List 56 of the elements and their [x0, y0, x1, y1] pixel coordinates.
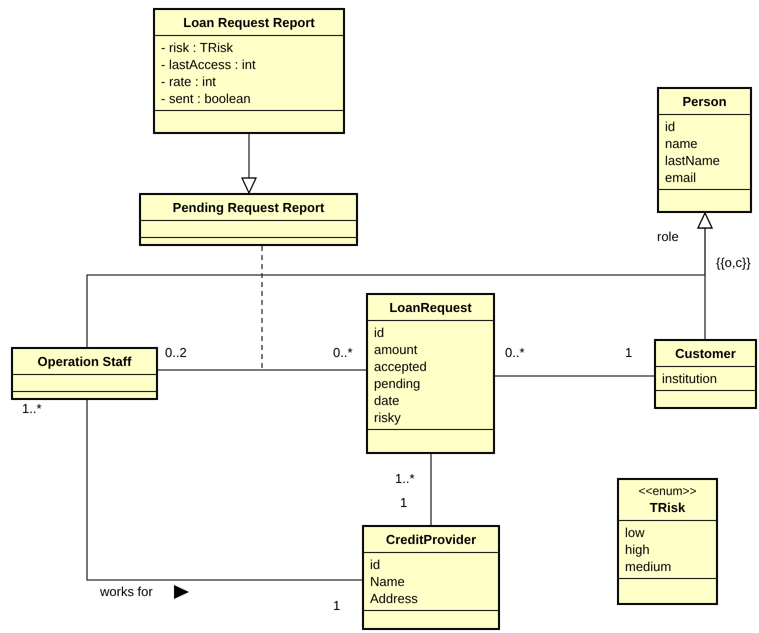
dashed-line — [261, 246, 263, 370]
attribute-text: accepted — [374, 358, 428, 375]
multiplicity-label: 0..* — [333, 345, 353, 360]
multiplicity-label: 1 — [400, 495, 408, 510]
attribute-text: - rate : int — [161, 73, 217, 90]
multiplicity-label: 1 — [333, 598, 340, 613]
attribute-text: medium — [625, 558, 672, 575]
multiplicity-label: {{o,c}} — [716, 255, 751, 270]
class-box — [153, 8, 345, 134]
class-name: Customer — [674, 345, 737, 362]
attribute-text: name — [665, 135, 699, 152]
class-name: Pending Request Report — [172, 199, 326, 216]
attribute-text: date — [374, 392, 400, 409]
class-name: Person — [681, 93, 728, 110]
association-line — [495, 375, 654, 377]
association-line — [430, 454, 432, 525]
class-box — [139, 193, 358, 246]
class-name: LoanRequest — [388, 299, 473, 316]
class-name: Loan Request Report — [182, 14, 316, 31]
attribute-text: - risk : TRisk — [161, 39, 234, 56]
attribute-text: - lastAccess : int — [161, 56, 257, 73]
attribute-text: high — [625, 541, 651, 558]
attribute-text: institution — [662, 370, 718, 387]
generalization-arrow — [241, 134, 257, 194]
attribute-text: risky — [374, 409, 402, 426]
generalization-arrow — [697, 212, 713, 339]
attribute-text: amount — [374, 341, 418, 358]
attribute-text: id — [665, 118, 676, 135]
association-line — [86, 400, 362, 581]
attribute-text: lastName — [665, 152, 721, 169]
multiplicity-label: 0..* — [505, 345, 525, 360]
class-box — [654, 339, 757, 409]
multiplicity-label: role — [657, 229, 679, 244]
attribute-text: id — [370, 556, 382, 573]
attribute-text: Name — [370, 573, 406, 590]
attribute-text: id — [374, 324, 386, 341]
attribute-text: low — [625, 524, 646, 541]
class-name: Operation Staff — [36, 353, 132, 370]
class-box — [657, 87, 752, 213]
attribute-text: email — [665, 169, 698, 186]
multiplicity-label: 1 — [625, 345, 632, 360]
attribute-text: - sent : boolean — [161, 90, 252, 107]
multiplicity-label: 0..2 — [165, 345, 187, 360]
class-name: CreditProvider — [384, 531, 478, 548]
class-name: TRisk — [648, 499, 686, 516]
class-box — [11, 347, 158, 400]
class-box — [617, 478, 718, 605]
attribute-text: pending — [374, 375, 422, 392]
attribute-text: Address — [370, 590, 419, 607]
association-line — [158, 369, 366, 371]
class-box — [366, 293, 495, 454]
edge-label: works for — [100, 584, 153, 599]
class-box — [362, 525, 500, 630]
multiplicity-label: 1..* — [395, 471, 415, 486]
stereotype-text: <<enum>> — [637, 484, 698, 499]
multiplicity-label: 1..* — [22, 401, 42, 416]
